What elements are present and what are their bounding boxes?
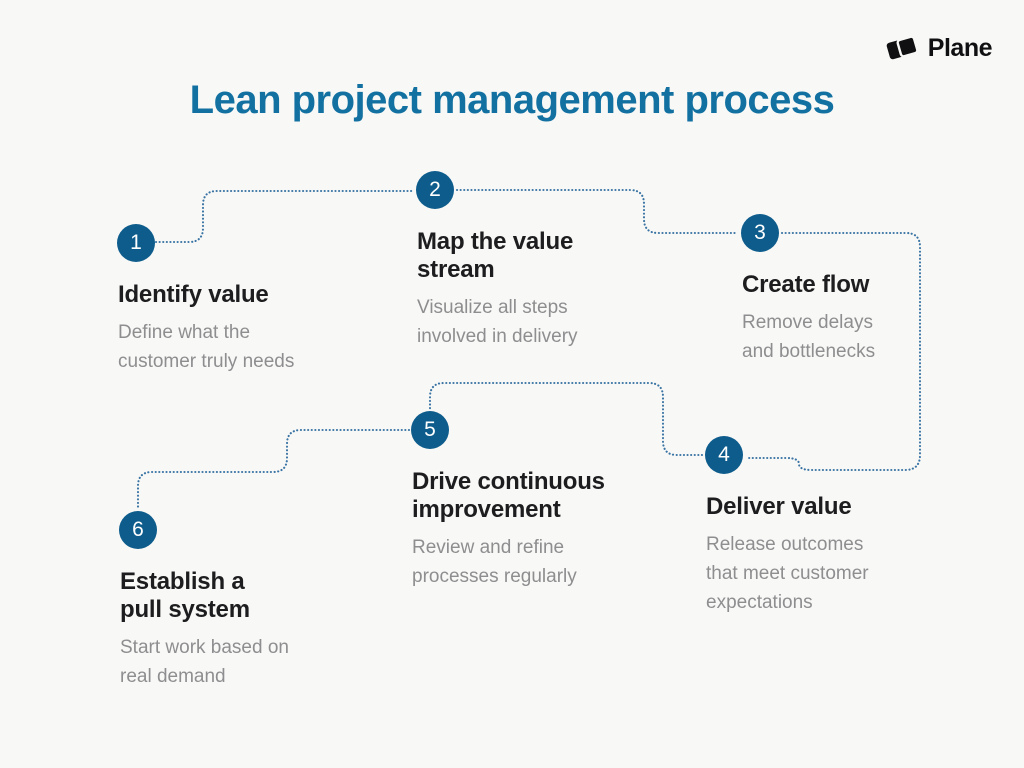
- step-4-description: Release outcomes that meet customer expe…: [706, 534, 869, 613]
- step-3-title: Create flow: [742, 271, 870, 298]
- step-2: 2 Map the value stream Visualize all ste…: [416, 171, 626, 351]
- plane-logo-mark-icon: [885, 33, 921, 63]
- step-5-number-badge: 5: [411, 411, 449, 449]
- step-6: 6 Establish a pull system Start work bas…: [119, 511, 329, 691]
- step-2-title: Map the value stream: [417, 228, 574, 283]
- step-3-description: Remove delays and bottlenecks: [742, 312, 876, 362]
- step-6-title: Establish a pull system: [120, 568, 250, 623]
- step-4-number-badge: 4: [705, 436, 743, 474]
- step-5-description: Review and refine processes regularly: [412, 537, 577, 587]
- step-6-description: Start work based on real demand: [120, 637, 289, 687]
- step-5-title: Drive continuous improvement: [412, 468, 605, 523]
- step-1: 1 Identify value Define what the custome…: [117, 224, 327, 376]
- step-1-number-badge: 1: [117, 224, 155, 262]
- step-1-title: Identify value: [118, 281, 269, 308]
- brand-wordmark: Plane: [927, 33, 993, 62]
- step-5: 5 Drive continuous improvement Review an…: [411, 411, 631, 591]
- step-4-title: Deliver value: [706, 493, 852, 520]
- step-2-description: Visualize all steps involved in delivery: [417, 297, 578, 347]
- step-3-number-badge: 3: [741, 214, 779, 252]
- connector-step5-step6: [136, 428, 411, 511]
- step-4: 4 Deliver value Release outcomes that me…: [705, 436, 915, 617]
- brand-logo: Plane: [885, 33, 993, 63]
- step-1-description: Define what the customer truly needs: [118, 322, 295, 372]
- step-2-number-badge: 2: [416, 171, 454, 209]
- step-3: 3 Create flow Remove delays and bottlene…: [741, 214, 931, 366]
- page-title: Lean project management process: [189, 78, 835, 122]
- step-6-number-badge: 6: [119, 511, 157, 549]
